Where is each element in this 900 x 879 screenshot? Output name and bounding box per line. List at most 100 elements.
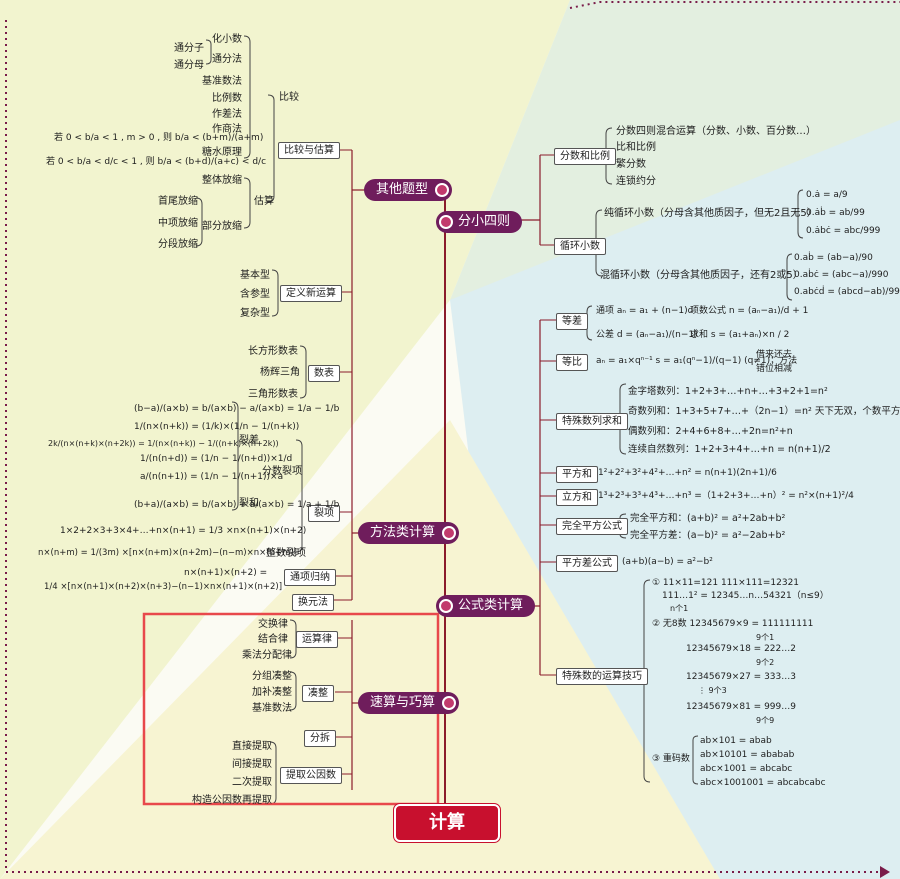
formula-int-3: 1/4 ×[n×(n+1)×(n+2)×(n+3)−(n−1)×n×(n+1)×…: [44, 582, 283, 592]
item-compare-1: 通分法: [212, 54, 242, 65]
item-partial-1: 中项放缩: [158, 218, 198, 229]
formula-minus-2: 2k/(n×(n+k)×(n+2k)) = 1/(n×(n+k)) − 1/((…: [48, 439, 279, 448]
item-specnum-14: abc×1001 = abcabc: [700, 764, 793, 774]
item-partial-0: 首尾放缩: [158, 196, 198, 207]
item-mix-0: 分数四则混合运算（分数、小数、百分数…）: [616, 126, 816, 137]
hub-other-problems[interactable]: 其他题型: [364, 179, 453, 201]
item-compare-6: 糖水原理: [202, 147, 242, 158]
node-operation-law[interactable]: 运算律: [296, 631, 338, 648]
frame-dots-top: [569, 1, 900, 9]
formula-pure-2: 0.ȧbċ = abc/999: [806, 226, 881, 236]
item-compare-4: 作差法: [212, 109, 242, 120]
item-newop-2: 复杂型: [240, 308, 270, 319]
hub-method-calculation[interactable]: 方法类计算: [358, 522, 460, 544]
item-compare-3: 比例数: [212, 93, 242, 104]
node-number-table[interactable]: 数表: [308, 365, 340, 382]
item-tongfen-1: 通分母: [174, 60, 204, 71]
item-tongfen-0: 通分子: [174, 43, 204, 54]
node-round-number[interactable]: 凑整: [302, 685, 334, 702]
root-node-calculation[interactable]: 计算: [394, 804, 500, 842]
item-law-2: 乘法分配律: [242, 650, 292, 661]
item-round-0: 分组凑整: [252, 671, 292, 682]
item-compare-5: 作商法: [212, 124, 242, 135]
item-geo-0: 借来还去: [756, 350, 793, 360]
node-substitution[interactable]: 换元法: [292, 594, 334, 611]
formula-mixed-2: 0.abċḋ = (abcd−ab)/9900: [794, 287, 900, 297]
label-split-plus: 裂和: [239, 498, 259, 509]
formula-minus-0: (b−a)/(a×b) = b/(a×b) − a/(a×b) = 1/a − …: [134, 404, 340, 414]
node-term-induction[interactable]: 通项归纳: [284, 569, 336, 586]
item-specnum-7: 12345679×27 = 333…3: [686, 672, 796, 682]
hub-speed-calculation[interactable]: 速算与巧算: [358, 692, 460, 714]
item-newop-1: 含参型: [240, 289, 270, 300]
item-mix-2: 繁分数: [616, 159, 646, 170]
node-extract-factor[interactable]: 提取公因数: [280, 767, 342, 784]
formula-arith-1: 项数公式 n = (aₙ−a₁)/d + 1: [690, 306, 809, 316]
item-specnum-6: 9个2: [756, 658, 775, 667]
formula-arith-3: 求和 s = (a₁+aₙ)×n / 2: [690, 330, 790, 340]
formula-int-1: n×(n+m) = 1/(3m) ×[n×(n+m)×(n+2m)−(n−m)×…: [38, 548, 297, 558]
item-mix-3: 连锁约分: [616, 176, 656, 187]
bg-wedge-yellow: [0, 0, 570, 879]
item-estimate-1: 部分放缩: [202, 221, 242, 232]
item-extract-3: 构造公因数再提取: [192, 795, 272, 806]
item-special-0: 金字塔数列：1+2+3+…+n+…+3+2+1=n²: [628, 386, 828, 397]
item-law-1: 结合律: [258, 634, 288, 645]
item-table-2: 三角形数表: [248, 389, 298, 400]
node-special-number-tricks[interactable]: 特殊数的运算技巧: [556, 668, 648, 685]
formula-arith-0: 通项 aₙ = a₁ + (n−1)d: [596, 306, 694, 316]
node-new-operation[interactable]: 定义新运算: [280, 285, 342, 302]
item-special-1: 奇数列和：1+3+5+7+…+（2n−1）=n² 天下无双，个数平方: [628, 406, 900, 417]
node-square-sum[interactable]: 平方和: [556, 466, 598, 483]
hub-fraction-arithmetic[interactable]: 分小四则: [436, 211, 523, 233]
item-extract-2: 二次提取: [232, 777, 272, 788]
formula-mixed-1: 0.aḃċ = (abc−a)/990: [794, 270, 889, 280]
item-specnum-5: 12345679×18 = 222…2: [686, 644, 796, 654]
frame-dots: [5, 20, 880, 873]
node-perfect-square[interactable]: 完全平方公式: [556, 518, 628, 535]
item-special-2: 偶数列和：2+4+6+8+…+2n=n²+n: [628, 426, 793, 437]
node-arithmetic-sequence[interactable]: 等差: [556, 313, 588, 330]
node-split-apart[interactable]: 分拆: [304, 730, 336, 747]
item-estimate-0: 整体放缩: [202, 175, 242, 186]
item-specnum-15: abc×1001001 = abcabcabc: [700, 778, 826, 788]
node-split-term[interactable]: 裂项: [308, 505, 340, 522]
formula-minus-1: 1/(n×(n+k)) = (1/k)×(1/n − 1/(n+k)): [134, 422, 300, 432]
node-recurring-decimal[interactable]: 循环小数: [554, 238, 606, 255]
node-fraction-ratio[interactable]: 分数和比例: [554, 148, 616, 165]
item-specnum-1: 111…1² = 12345…n…54321（n≤9）: [662, 591, 829, 601]
item-specnum-2: n个1: [670, 604, 689, 613]
item-table-0: 长方形数表: [248, 346, 298, 357]
item-mixed-recurring: 混循环小数（分母含其他质因子，还有2或5）: [600, 270, 803, 281]
formula-pure-1: 0.ȧḃ = ab/99: [806, 208, 865, 218]
formula-geo: aₙ = a₁×qⁿ⁻¹ s = a₁(qⁿ−1)/(q−1) (q≠1)；方法: [596, 356, 798, 366]
formula-sugar-2: 若 0 < b/a < d/c < 1 , 则 b/a < (b+d)/(a+c…: [46, 157, 267, 167]
item-compare-2: 基准数法: [202, 76, 242, 87]
formula-square-difference: (a+b)(a−b) = a²−b²: [622, 557, 713, 567]
node-compare-estimate[interactable]: 比较与估算: [278, 142, 340, 159]
item-round-2: 基准数法: [252, 703, 292, 714]
formula-int-2: n×(n+1)×(n+2) =: [184, 568, 268, 578]
hub-formula-calculation[interactable]: 公式类计算: [436, 595, 536, 617]
label-fraction-split: 分数裂项: [262, 466, 302, 477]
bg-wedge-cream: [0, 420, 720, 879]
label-compare: 比较: [279, 92, 299, 103]
formula-plus: (b+a)/(a×b) = b/(a×b) + a/(a×b) = 1/a + …: [134, 500, 340, 510]
node-special-series[interactable]: 特殊数列求和: [556, 413, 628, 430]
item-table-1: 杨辉三角: [260, 367, 300, 378]
formula-pure-0: 0.ȧ = a/9: [806, 190, 848, 200]
item-law-0: 交换律: [258, 619, 288, 630]
item-partial-2: 分段放缩: [158, 239, 198, 250]
node-cube-sum[interactable]: 立方和: [556, 489, 598, 506]
node-square-difference[interactable]: 平方差公式: [556, 555, 618, 572]
formula-minus-4: a/(n(n+1)) = (1/n − 1/(n+1))×a: [140, 472, 284, 482]
formula-square-sum: 1²+2²+3²+4²+…+n² = n(n+1)(2n+1)/6: [598, 468, 777, 478]
item-perfect-0: 完全平方和：(a+b)² = a²+2ab+b²: [630, 513, 786, 524]
node-geometric-sequence[interactable]: 等比: [556, 354, 588, 371]
item-special-3: 连续自然数列：1+2+3+4+…+n = n(n+1)/2: [628, 444, 831, 455]
item-specnum-4: 9个1: [756, 633, 775, 642]
item-newop-0: 基本型: [240, 270, 270, 281]
item-specnum-12: ab×101 = abab: [700, 736, 772, 746]
